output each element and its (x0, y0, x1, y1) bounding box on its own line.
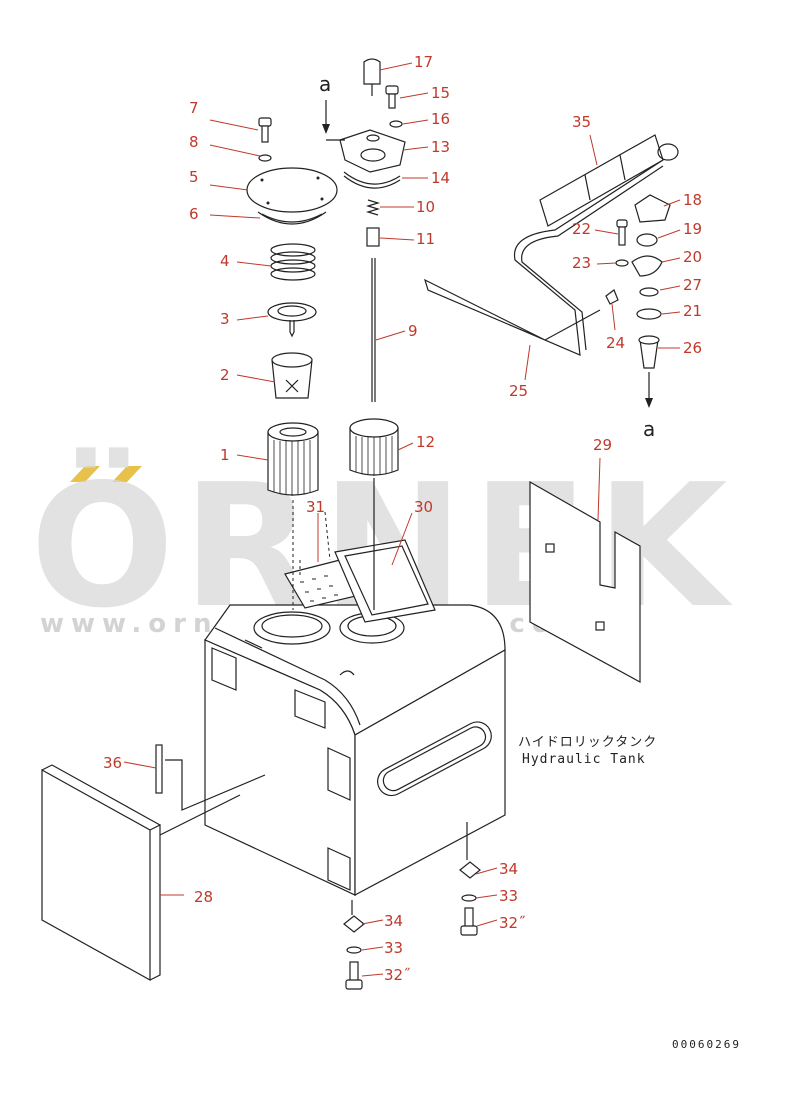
front-cover (41, 744, 266, 982)
callout-10: 10 (416, 198, 435, 216)
callout-3: 3 (220, 310, 230, 328)
callout-11: 11 (416, 230, 435, 248)
callout-32-right: 32˝ (499, 914, 526, 932)
drawing-code: 00060269 (672, 1038, 741, 1051)
callout-5: 5 (189, 168, 199, 186)
callout-34-right: 34 (499, 860, 518, 878)
callout-14: 14 (431, 169, 450, 187)
arrow-label-bottom: a (643, 417, 655, 441)
callout-31: 31 (306, 498, 325, 516)
callout-19: 19 (683, 220, 702, 238)
hydraulic-tank (204, 604, 506, 896)
return-filter-stack (246, 117, 338, 610)
callout-8: 8 (189, 133, 199, 151)
callout-16: 16 (431, 110, 450, 128)
callout-32-bottom: 32˝ (384, 966, 411, 984)
breather-pipe-assembly (424, 134, 679, 408)
callout-27: 27 (683, 276, 702, 294)
callout-labels: 1 2 3 4 5 6 7 8 9 10 11 12 13 14 15 16 1… (103, 53, 702, 984)
watermark-accent-1 (70, 466, 100, 482)
callout-21: 21 (683, 302, 702, 320)
callout-24: 24 (606, 334, 625, 352)
callout-35: 35 (572, 113, 591, 131)
callout-30: 30 (414, 498, 433, 516)
callout-26: 26 (683, 339, 702, 357)
callout-20: 20 (683, 248, 702, 266)
callout-25: 25 (509, 382, 528, 400)
callout-2: 2 (220, 366, 230, 384)
plates (284, 511, 436, 623)
callout-34-bottom: 34 (384, 912, 403, 930)
watermark-accent-2 (112, 466, 142, 482)
arrow-label-top: a (319, 72, 331, 96)
suction-filter-stack (322, 58, 406, 610)
callout-33-right: 33 (499, 887, 518, 905)
callout-13: 13 (431, 138, 450, 156)
callout-22: 22 (572, 220, 591, 238)
callout-23: 23 (572, 254, 591, 272)
callout-36: 36 (103, 754, 122, 772)
callout-7: 7 (189, 99, 199, 117)
callout-29: 29 (593, 436, 612, 454)
side-cover (529, 480, 641, 684)
callout-4: 4 (220, 252, 230, 270)
callout-12: 12 (416, 433, 435, 451)
callout-28: 28 (194, 888, 213, 906)
title-japanese: ハイドロリックタンク (518, 735, 657, 750)
callout-6: 6 (189, 205, 199, 223)
callout-15: 15 (431, 84, 450, 102)
callout-18: 18 (683, 191, 702, 209)
callout-1: 1 (220, 446, 230, 464)
leader-lines (123, 62, 681, 977)
callout-17: 17 (414, 53, 433, 71)
callout-33-bottom: 33 (384, 939, 403, 957)
title-english: Hydraulic Tank (522, 752, 646, 767)
callout-9: 9 (408, 322, 418, 340)
